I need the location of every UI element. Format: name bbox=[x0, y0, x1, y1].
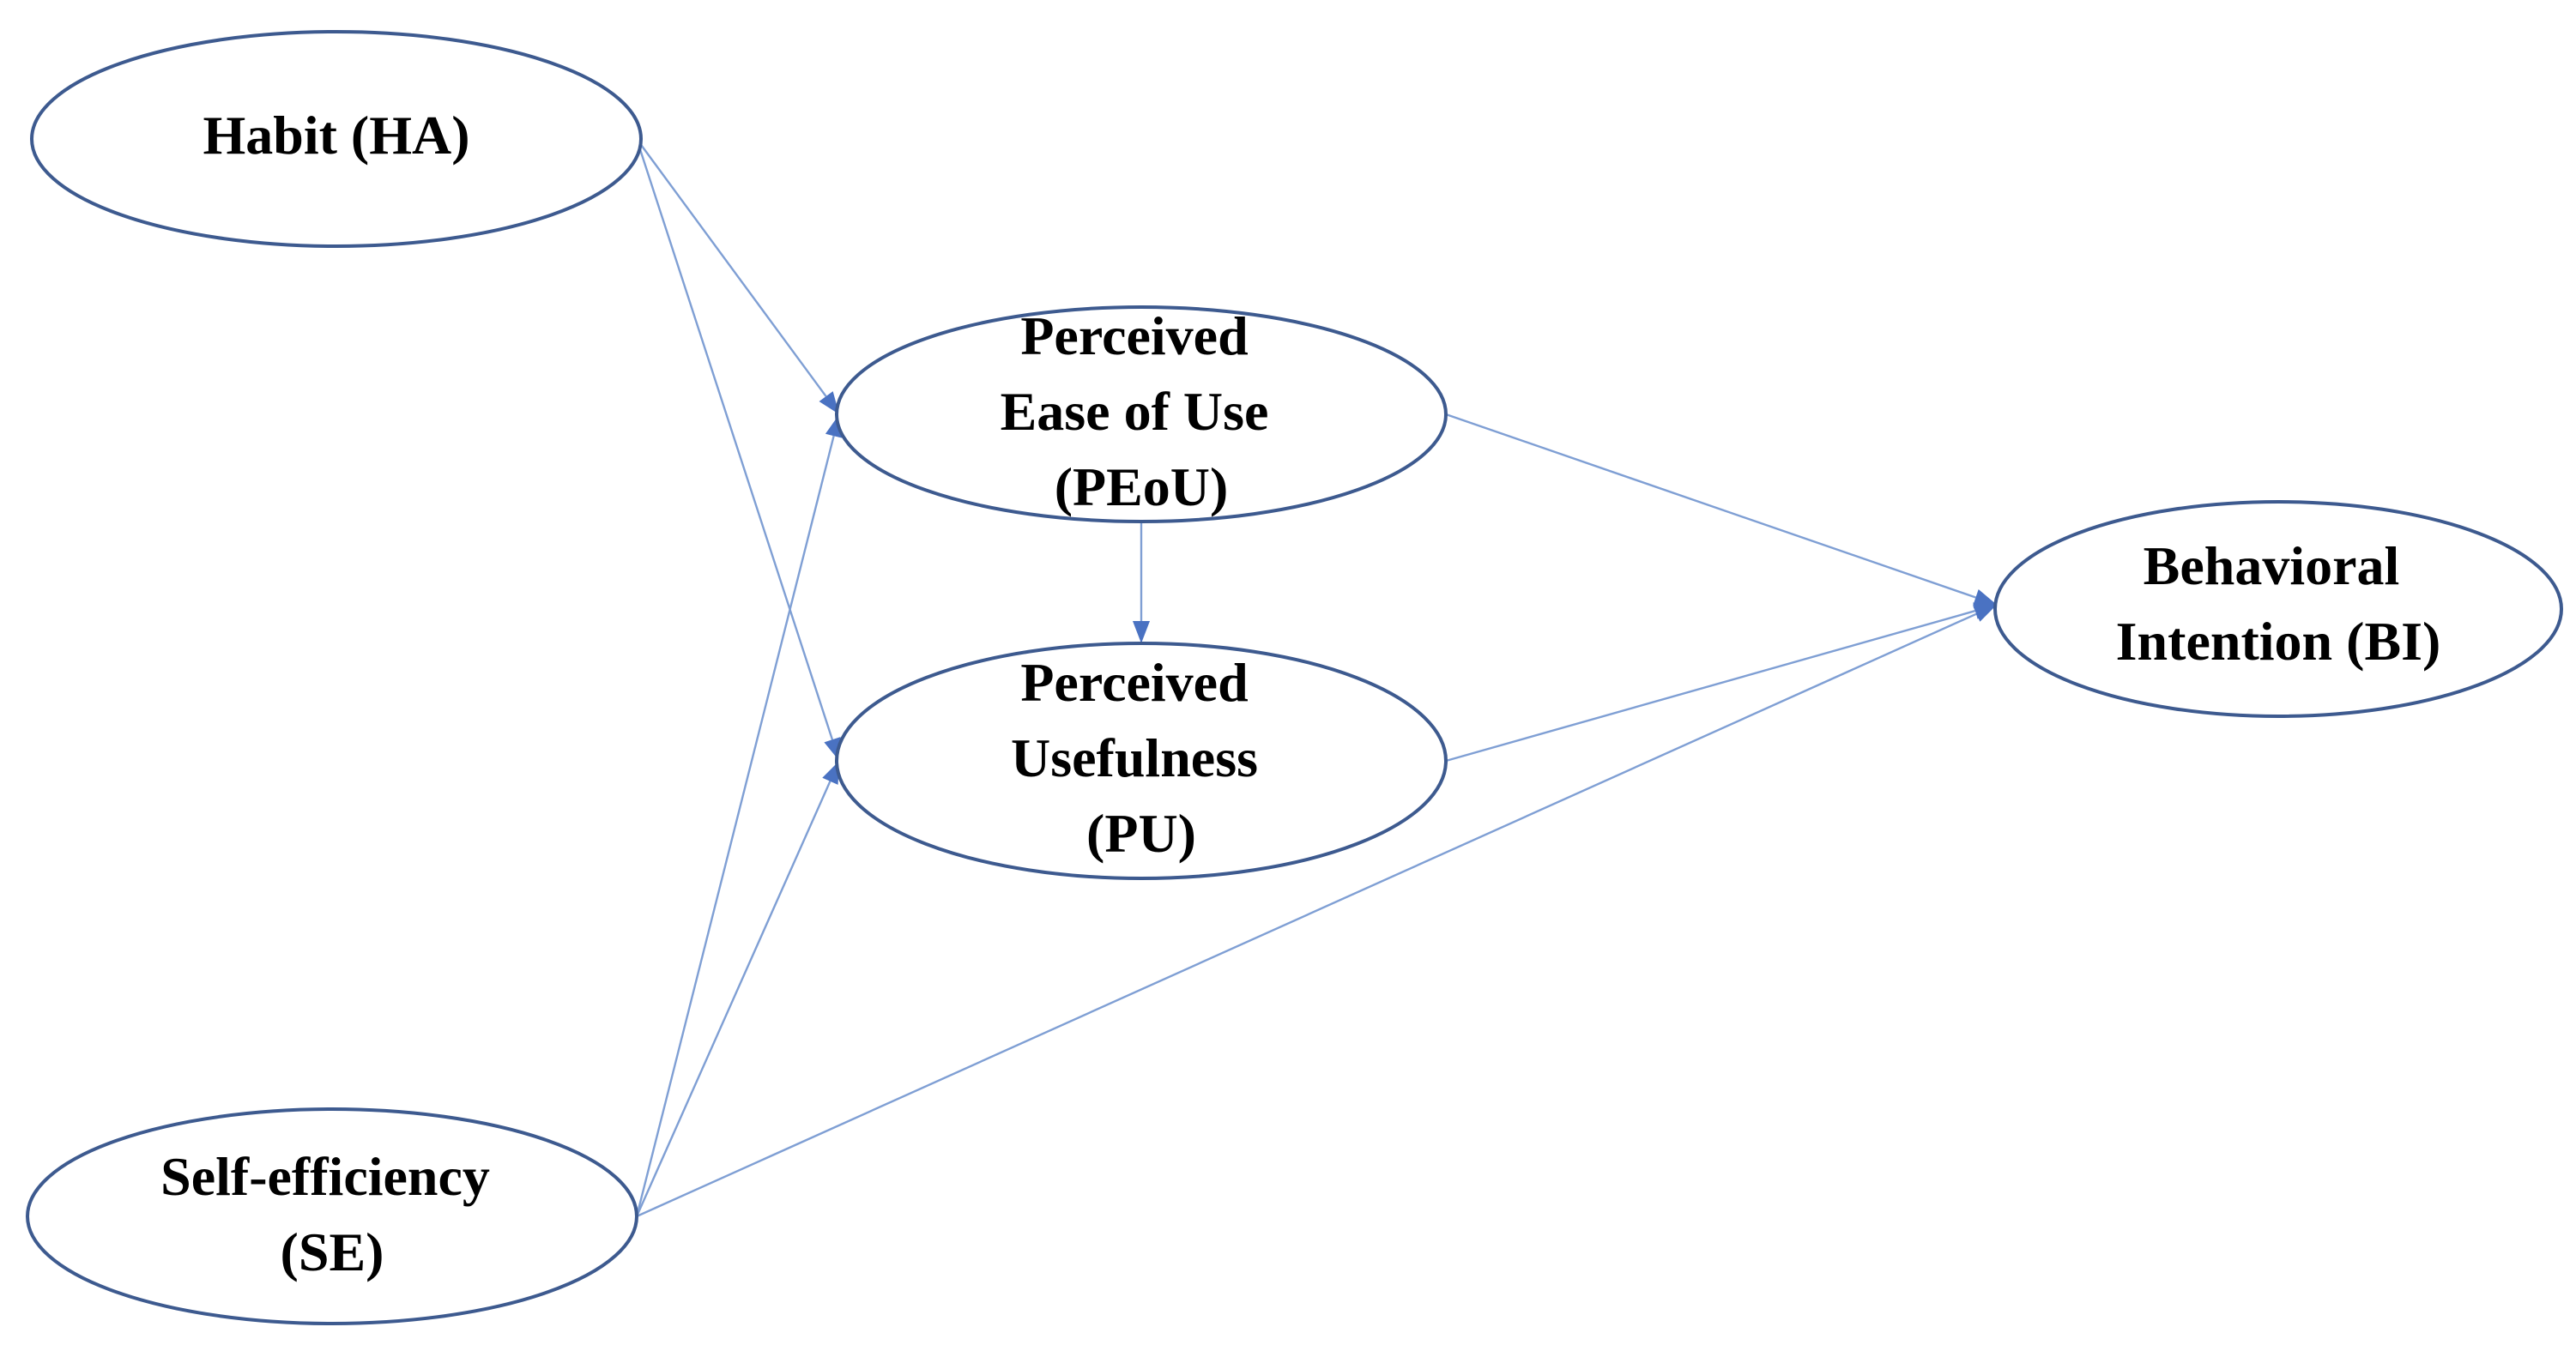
node-perceived-ease-of-use: Perceived Ease of Use (PEoU) bbox=[835, 305, 1448, 523]
node-perceived-usefulness-label: Perceived Usefulness (PU) bbox=[1011, 652, 1272, 864]
edge-line bbox=[636, 138, 827, 397]
edge-line bbox=[1445, 413, 1976, 599]
arrowhead-icon bbox=[822, 761, 839, 785]
node-bi-label-line-2: Intention (BI) bbox=[2116, 611, 2441, 672]
node-pu-label-line-3: (PU) bbox=[1086, 803, 1196, 864]
arrowhead-icon bbox=[819, 391, 839, 414]
arrowhead-icon bbox=[1973, 602, 1997, 619]
node-behavioral-intention-label: Behavioral Intention (BI) bbox=[2116, 535, 2441, 672]
edge-peou-to-pu bbox=[1133, 522, 1150, 643]
node-self-efficiency: Self-efficiency (SE) bbox=[26, 1107, 638, 1325]
node-self-efficiency-ellipse bbox=[26, 1107, 638, 1325]
arrowhead-icon bbox=[1973, 589, 1997, 606]
edge-ha-to-peou bbox=[636, 138, 839, 414]
node-habit-label: Habit (HA) bbox=[203, 105, 469, 166]
node-peou-label-line-1: Perceived bbox=[1020, 305, 1248, 366]
edge-ha-to-pu bbox=[635, 138, 841, 761]
arrowhead-icon bbox=[1133, 621, 1150, 643]
edge-se-to-peou bbox=[635, 414, 843, 1217]
edge-line bbox=[636, 612, 1977, 1218]
node-se-label-line-2: (SE) bbox=[281, 1221, 384, 1282]
edge-line bbox=[1445, 609, 1976, 763]
node-perceived-ease-of-use-ellipse bbox=[835, 305, 1448, 523]
node-habit: Habit (HA) bbox=[30, 30, 643, 248]
edges-layer bbox=[635, 138, 1997, 1218]
edge-line bbox=[635, 435, 835, 1217]
node-behavioral-intention-ellipse bbox=[1993, 500, 2563, 718]
node-peou-label-line-3: (PEoU) bbox=[1055, 456, 1229, 517]
node-perceived-usefulness: Perceived Usefulness (PU) bbox=[835, 642, 1448, 880]
edge-pu-to-bi bbox=[1445, 602, 1997, 763]
node-pu-label-line-1: Perceived bbox=[1020, 652, 1248, 713]
edge-peou-to-bi bbox=[1445, 413, 1997, 606]
edge-se-to-pu bbox=[635, 761, 839, 1217]
node-behavioral-intention: Behavioral Intention (BI) bbox=[1993, 500, 2563, 718]
node-self-efficiency-label: Self-efficiency (SE) bbox=[160, 1146, 504, 1282]
node-pu-label-line-2: Usefulness bbox=[1011, 727, 1258, 788]
node-perceived-ease-of-use-label: Perceived Ease of Use (PEoU) bbox=[1001, 305, 1283, 517]
node-habit-ellipse bbox=[30, 30, 643, 248]
nodes-layer: Habit (HA) Perceived Ease of Use (PEoU) … bbox=[26, 30, 2563, 1325]
node-habit-label-line-1: Habit (HA) bbox=[203, 105, 469, 166]
edge-line bbox=[635, 138, 834, 740]
node-peou-label-line-2: Ease of Use bbox=[1001, 381, 1269, 442]
edge-line bbox=[635, 781, 831, 1217]
node-se-label-line-1: Self-efficiency bbox=[160, 1146, 490, 1207]
node-bi-label-line-1: Behavioral bbox=[2144, 535, 2400, 596]
node-perceived-usefulness-ellipse bbox=[835, 642, 1448, 880]
